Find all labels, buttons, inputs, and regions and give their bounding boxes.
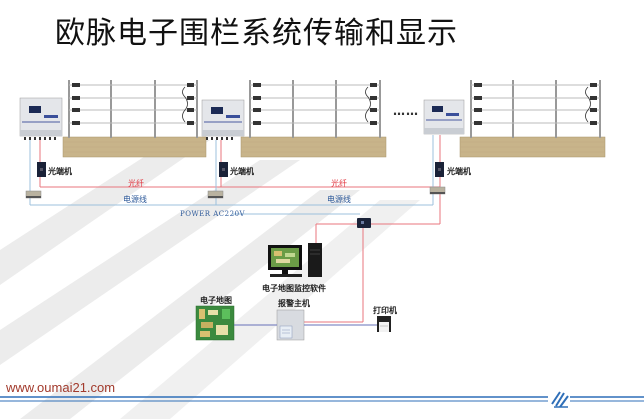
company-logo <box>548 390 570 408</box>
fence-wires <box>471 84 600 124</box>
fiber-converter-1 <box>37 162 46 177</box>
footer-divider <box>0 396 644 402</box>
fiber-converter-2 <box>219 162 228 177</box>
power-cable-label-2: 电源线 <box>327 195 351 204</box>
printer-device <box>377 316 391 332</box>
insulators <box>474 83 597 125</box>
page-title: 欧脉电子围栏系统传输和显示 <box>55 16 458 51</box>
power-cable-label-1: 电源线 <box>123 195 147 204</box>
controller-box-1 <box>19 97 63 140</box>
power-supply-2 <box>207 190 224 199</box>
fiber-label-1: 光纤 <box>128 179 144 188</box>
fence-wires <box>69 84 197 124</box>
alarm-host-device <box>276 309 305 341</box>
insulators <box>72 83 194 125</box>
fence-posts <box>68 80 198 138</box>
pc-link-cable <box>315 223 358 243</box>
fence-unit-3 <box>459 80 606 158</box>
fiber-label-2: 光纤 <box>331 179 347 188</box>
converter-label-2: 光端机 <box>230 167 254 176</box>
fiber-converter-3 <box>435 162 444 177</box>
controller-box-2 <box>201 99 245 140</box>
fence-wires <box>250 84 380 124</box>
fence-unit-1 <box>62 80 207 158</box>
converter-label-1: 光端机 <box>48 167 72 176</box>
power-supply-1 <box>25 190 42 199</box>
converter-label-3: 光端机 <box>447 167 471 176</box>
insulators <box>253 83 377 125</box>
monitoring-computer <box>268 243 322 277</box>
website-url[interactable]: www.oumai21.com <box>6 380 116 395</box>
electronic-map-board <box>195 305 235 341</box>
media-converter <box>357 218 371 228</box>
fence-posts <box>249 80 381 138</box>
power-ac220v-label: POWER AC220V <box>180 210 246 218</box>
printer-label: 打印机 <box>373 306 397 315</box>
map-label: 电子地图 <box>200 296 232 305</box>
fence-posts <box>470 80 601 138</box>
fiber-optic-cable <box>39 135 441 323</box>
controller-box-3 <box>423 99 465 135</box>
software-label: 电子地图监控软件 <box>262 284 326 293</box>
alarm-host-label: 报警主机 <box>278 299 310 308</box>
fence-unit-2 <box>240 80 387 158</box>
power-supply-3 <box>429 186 446 195</box>
more-units-ellipsis: …… <box>393 104 419 118</box>
